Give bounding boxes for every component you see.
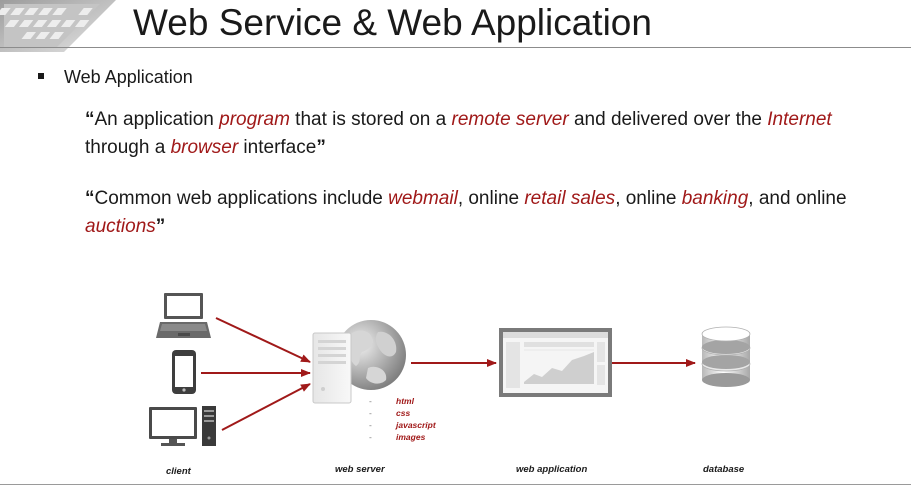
emphasis-program: program [219, 109, 290, 130]
arrow-desktop-to-server [221, 383, 311, 431]
database-icon [701, 326, 751, 387]
title-divider [0, 47, 911, 48]
caption-web-application: web application [516, 464, 588, 475]
bullet-label: Web Application [64, 67, 193, 87]
file-item: -javascript [369, 420, 436, 430]
emphasis-internet: Internet [767, 109, 832, 130]
corner-laptop-image [0, 0, 116, 52]
bullet-item: Web Application [38, 66, 193, 88]
emphasis-remote-server: remote server [451, 109, 569, 130]
emphasis-banking: banking [681, 188, 749, 209]
file-item: -css [369, 408, 411, 418]
smartphone-icon [172, 350, 196, 394]
architecture-diagram [149, 293, 751, 446]
caption-web-server: web server [335, 464, 385, 475]
file-item: -html [369, 396, 414, 406]
emphasis-webmail: webmail [388, 188, 458, 209]
served-files-list: -html -css -javascript -images [369, 395, 436, 443]
bottom-divider [0, 484, 911, 485]
file-item: -images [369, 432, 426, 442]
browser-window-icon [499, 328, 612, 397]
emphasis-browser: browser [170, 137, 239, 158]
arrow-laptop-to-server [215, 317, 311, 363]
caption-client: client [166, 466, 191, 477]
emphasis-retail-sales: retail sales [524, 188, 616, 209]
server-tower-icon [312, 332, 352, 404]
examples-quote: “Common web applications include webmail… [85, 188, 847, 237]
globe-icon [336, 320, 406, 390]
desktop-computer-icon [149, 406, 216, 446]
slide-title: Web Service & Web Application [133, 2, 652, 43]
caption-database: database [703, 464, 745, 475]
definition-quote: “An application program that is stored o… [85, 109, 832, 158]
emphasis-auctions: auctions [85, 216, 156, 237]
laptop-icon [156, 293, 211, 338]
bullet-square-icon [38, 73, 44, 80]
